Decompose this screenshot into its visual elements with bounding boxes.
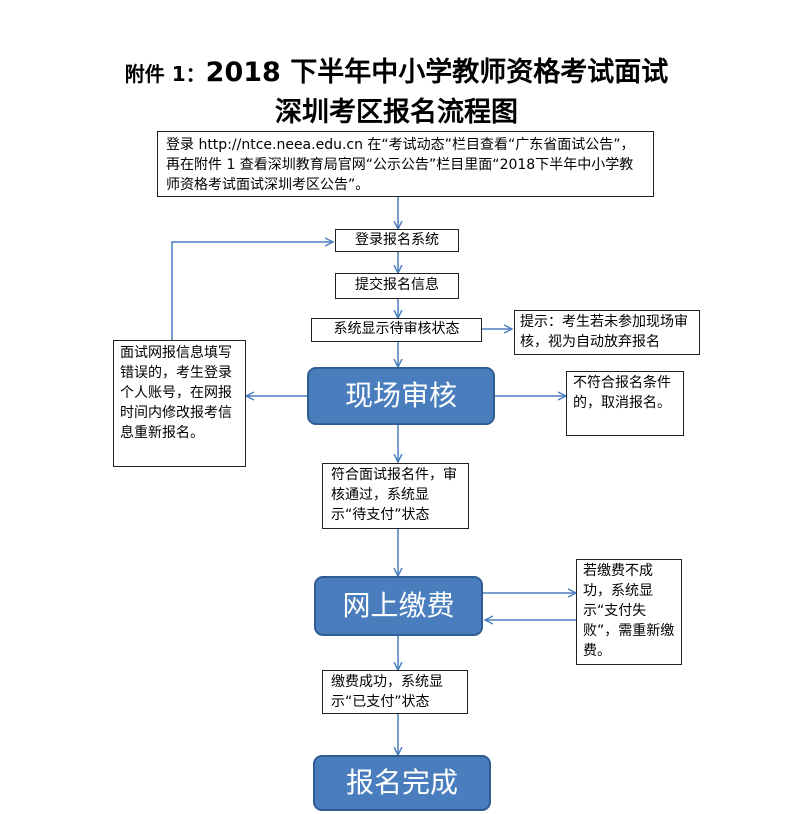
step-complete: 报名完成 xyxy=(313,755,491,811)
step-online-pay: 网上缴费 xyxy=(314,576,483,636)
page-title-line1: 附件 1：2018 下半年中小学教师资格考试面试 xyxy=(0,50,793,89)
step-submit: 提交报名信息 xyxy=(335,273,459,299)
step-login: 登录报名系统 xyxy=(335,229,459,252)
step-intro: 登录 http://ntce.neea.edu.cn 在“考试动态”栏目查看“广… xyxy=(157,131,654,197)
step-pending: 系统显示待审核状态 xyxy=(311,318,482,342)
step-pay-success: 缴费成功，系统显示“已支付”状态 xyxy=(322,670,468,714)
step-reject: 不符合报名条件的，取消报名。 xyxy=(566,371,684,436)
arrow-error-to-login xyxy=(171,242,333,340)
title-prefix: 附件 1： xyxy=(124,62,206,86)
title-main: 2018 下半年中小学教师资格考试面试 xyxy=(205,57,669,88)
step-error-fix: 面试网报信息填写错误的，考生登录个人账号，在网报时间内修改报考信息重新报名。 xyxy=(113,340,246,467)
step-tip: 提示：考生若未参加现场审核，视为自动放弃报名 xyxy=(514,310,700,355)
page-title-line2: 深圳考区报名流程图 xyxy=(275,97,518,128)
step-approved: 符合面试报名件，审核通过，系统显示“待支付”状态 xyxy=(322,463,469,529)
step-onsite-review: 现场审核 xyxy=(307,367,495,425)
step-pay-fail: 若缴费不成功，系统显示“支付失败”，需重新缴费。 xyxy=(576,559,682,665)
